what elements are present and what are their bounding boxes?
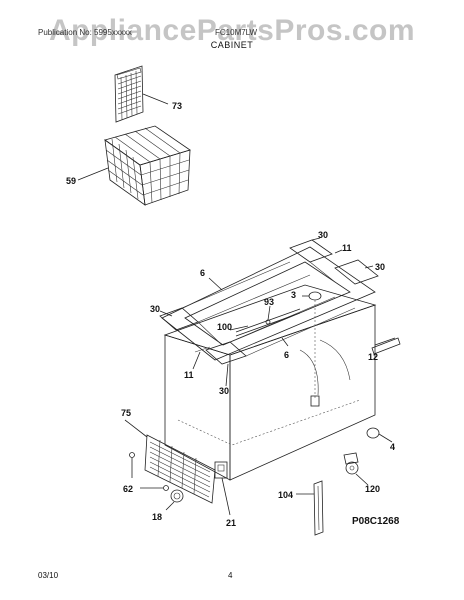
grille [124, 419, 216, 504]
callout-6-front: 6 [284, 350, 289, 360]
callout-30-front: 30 [219, 386, 229, 396]
callout-75: 75 [121, 408, 131, 418]
callout-21: 21 [226, 518, 236, 528]
front-caster [366, 427, 393, 443]
callout-30-top: 30 [318, 230, 328, 240]
callout-12: 12 [368, 352, 378, 362]
callout-11-top: 11 [342, 243, 352, 253]
leader-lines [159, 237, 374, 387]
footer-date: 03/10 [38, 571, 59, 580]
bracket [214, 461, 231, 516]
footer-page-number: 4 [228, 571, 233, 580]
callout-3: 3 [291, 290, 296, 300]
callout-30-right: 30 [375, 262, 385, 272]
model-number: FC10M7LW [215, 28, 258, 37]
callout-120: 120 [365, 484, 380, 494]
callout-59: 59 [66, 176, 76, 186]
callout-11-front: 11 [184, 370, 194, 380]
callout-73: 73 [172, 101, 182, 111]
callout-30-left: 30 [150, 304, 160, 314]
handle [371, 337, 401, 355]
basket [77, 125, 191, 206]
lid-gasket [159, 239, 379, 365]
thermostat-knob [165, 489, 184, 511]
section-title: CABINET [210, 40, 254, 50]
drain-plug [296, 480, 324, 536]
interior-parts [194, 291, 322, 407]
callout-6-left: 6 [200, 268, 205, 278]
caster [343, 452, 369, 486]
callout-18: 18 [152, 512, 162, 522]
cabinet-body [163, 284, 396, 481]
callout-93: 93 [264, 297, 274, 307]
callout-104: 104 [278, 490, 293, 500]
watermark-logo: AppliancePartsPros.com [48, 14, 416, 47]
publication-text: Publication No: 5995xxxxx [38, 28, 132, 37]
callout-62: 62 [123, 484, 133, 494]
callout-4: 4 [390, 442, 395, 452]
basket-divider [114, 65, 169, 123]
diagram-code: P08C1268 [352, 516, 400, 527]
grille-screws [129, 452, 169, 491]
callout-100: 100 [217, 322, 232, 332]
